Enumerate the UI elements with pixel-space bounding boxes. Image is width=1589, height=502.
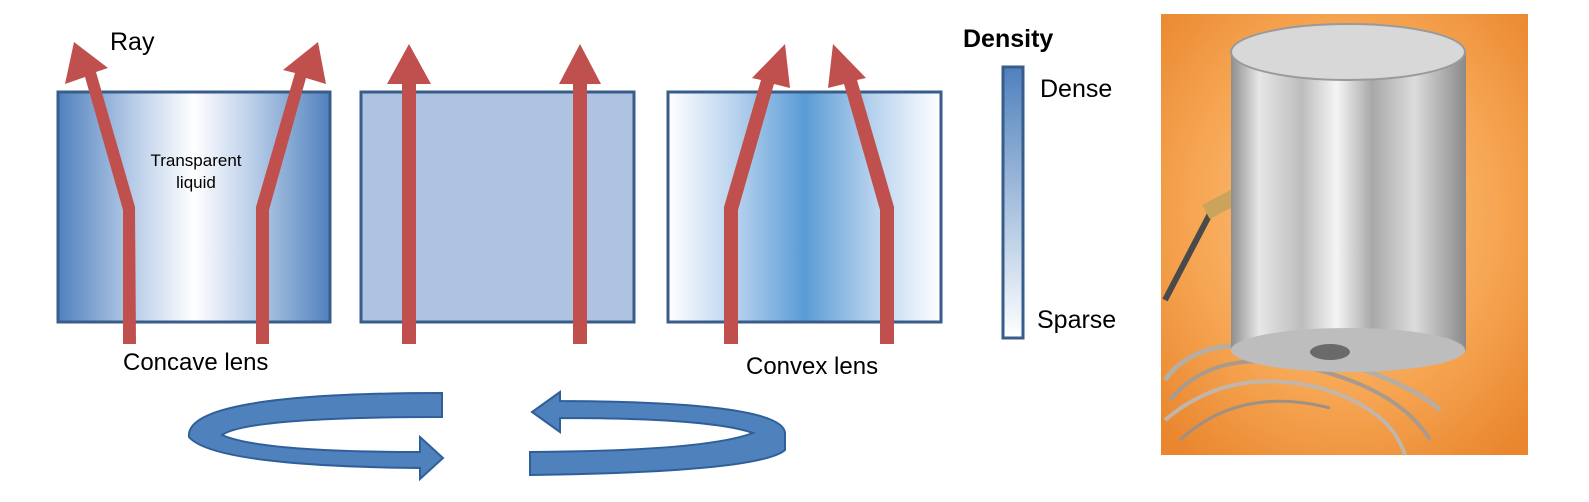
density-legend-title: Density: [963, 25, 1054, 53]
device-photo: [1161, 14, 1528, 456]
ray-label: Ray: [110, 28, 155, 56]
ray-arrow-uniform-right: [559, 44, 601, 344]
rotation-arrows: [187, 390, 786, 482]
ray-arrow-uniform-left: [387, 44, 431, 344]
convex-lens-panel: [666, 90, 943, 324]
uniform-liquid-panel: [359, 90, 636, 324]
density-dense-label: Dense: [1040, 75, 1113, 103]
convex-lens-label: Convex lens: [746, 353, 879, 380]
ray-arrow-concave-right: [256, 42, 326, 344]
ray-arrow-convex-right: [828, 44, 894, 344]
density-scale-bar: [1001, 65, 1025, 340]
concave-lens-label: Concave lens: [123, 349, 269, 376]
transparent-liquid-label: Transparent liquid: [150, 151, 242, 192]
density-sparse-label: Sparse: [1037, 306, 1117, 334]
ray-arrow-concave-left: [65, 42, 136, 344]
ray-arrow-convex-left: [724, 44, 790, 344]
rotation-arrow-right: [529, 390, 786, 477]
rotation-arrow-left: [187, 391, 445, 482]
ray-arrows: [65, 42, 894, 344]
